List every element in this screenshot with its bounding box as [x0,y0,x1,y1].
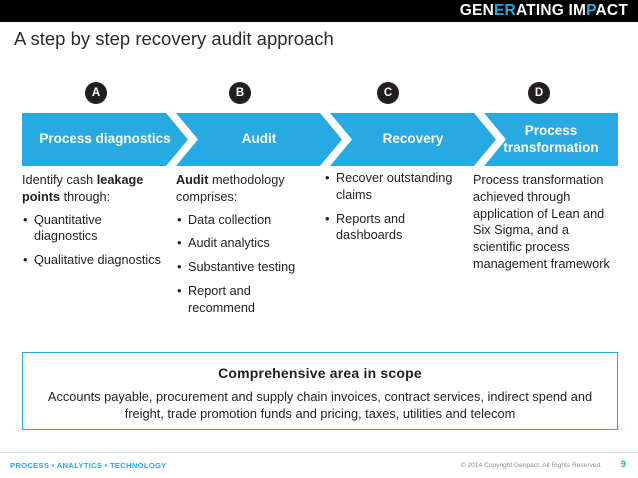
chevron-step-c[interactable]: Recovery [330,113,496,166]
header-bar [0,0,638,22]
chevron-label-c: Recovery [382,131,444,147]
brand-text-2: ER [494,2,516,19]
list-item: Data collection [176,211,318,229]
column-b-lead: Audit methodology comprises: [176,172,318,206]
list-item: Reports and dashboards [324,210,464,245]
column-audit: Audit methodology comprises: Data collec… [176,172,318,323]
chevron-step-d[interactable]: Process transformation [484,113,618,166]
brand-logo: GENERATING IMPACT [460,2,628,20]
column-a-lead: Identify cash leakage points through: [22,172,167,206]
column-c-bullets: Recover outstanding claims Reports and d… [324,169,464,245]
column-d-paragraph: Process transformation achieved through … [473,173,610,271]
column-b-bullets: Data collection Audit analytics Substant… [176,211,318,317]
step-badge-c: C [377,82,399,104]
footer-divider [0,452,638,453]
footer-copyright: © 2014 Copyright Genpact. All Rights Res… [460,462,602,469]
column-process-transformation: Process transformation achieved through … [473,172,618,275]
column-b-lead-post: methodology comprises: [176,173,285,204]
scope-box: Comprehensive area in scope Accounts pay… [22,352,618,430]
process-chevron-band: Process diagnostics Audit Recovery Proce… [22,113,618,166]
column-a-bullets: Quantitative diagnostics Qualitative dia… [22,211,167,269]
list-item: Substantive testing [176,258,318,276]
scope-title: Comprehensive area in scope [218,365,422,381]
column-a-lead-pre: Identify cash [22,173,97,187]
page-number: 9 [620,459,626,470]
list-item: Audit analytics [176,234,318,252]
brand-text-4: P [586,2,596,19]
chevron-step-b[interactable]: Audit [176,113,342,166]
page-title: A step by step recovery audit approach [14,28,334,49]
step-badge-b: B [229,82,251,104]
chevron-label-a: Process diagnostics [39,131,171,147]
chevron-label-d: Process transformation [503,123,599,155]
chevron-step-a[interactable]: Process diagnostics [22,113,188,166]
brand-text-1: GEN [459,2,494,19]
list-item: Quantitative diagnostics [22,211,167,246]
list-item: Recover outstanding claims [324,169,464,204]
column-a-lead-post: through: [60,189,111,204]
column-process-diagnostics: Identify cash leakage points through: Qu… [22,172,167,276]
list-item: Qualitative diagnostics [22,251,167,269]
step-badge-d: D [528,82,550,104]
scope-text: Accounts payable, procurement and supply… [47,389,593,422]
column-b-lead-bold: Audit [176,173,209,187]
brand-text-3: ATING IM [515,2,587,19]
column-recovery: Recover outstanding claims Reports and d… [324,169,464,251]
column-a-lead-bold: leakage points [22,173,144,204]
step-badge-a: A [85,82,107,104]
chevron-label-b: Audit [241,131,277,147]
footer-tagline: PROCESS • ANALYTICS • TECHNOLOGY [10,461,167,470]
list-item: Report and recommend [176,282,318,317]
brand-text-5: ACT [595,2,628,19]
